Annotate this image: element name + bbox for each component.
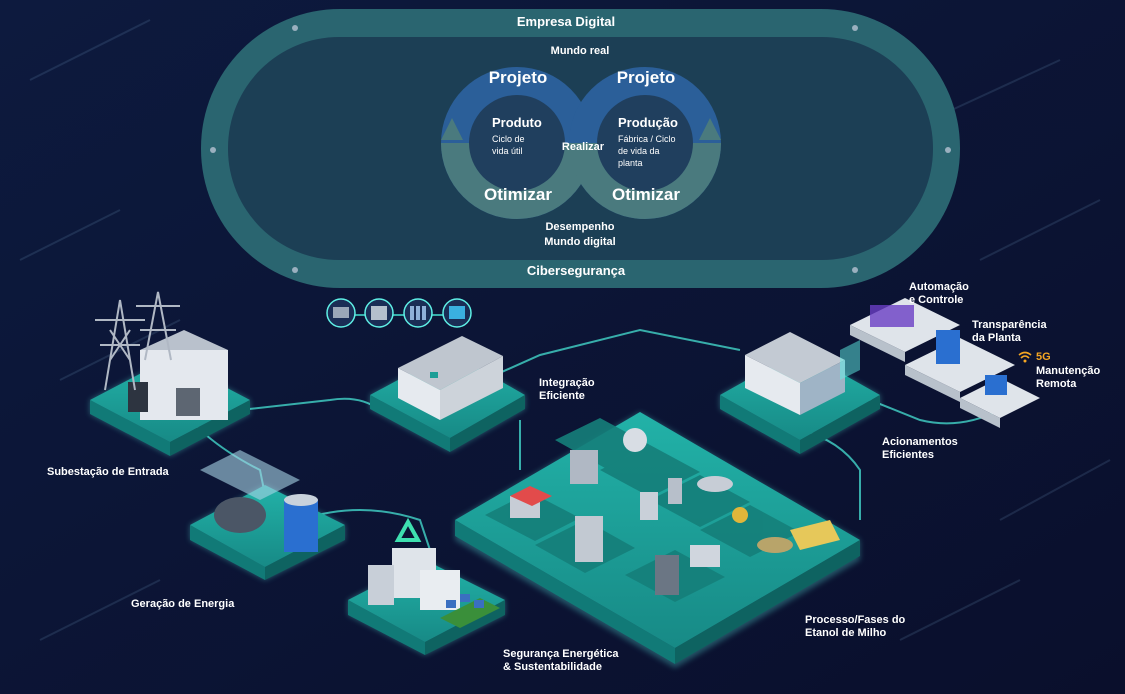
solar-panels-icon [446,594,484,608]
right-project-label: Projeto [616,68,676,87]
performance-label: Desempenho [545,221,615,233]
substation-platform [90,291,250,456]
security-platform [348,517,505,655]
security-label-2: & Sustentabilidade [503,661,603,673]
integration-platform [370,336,525,452]
network-icon [449,306,465,319]
fiveg-label: 5G [1036,351,1051,363]
infinity-loop [441,67,721,219]
production-sub-1: Fábrica / Ciclo [618,134,676,144]
transparency-label-1: Transparência [972,319,1047,331]
process-platform [455,412,860,668]
automation-platforms [840,298,1040,428]
realize-label: Realizar [561,141,605,153]
product-sub-1: Ciclo de [492,134,525,144]
outer-title: Empresa Digital [516,14,616,29]
maintenance-label-2: Remota [1036,378,1077,390]
wifi-icon [1018,350,1032,363]
security-label-1: Segurança Energética [503,648,619,660]
loop-arrow-left [441,118,463,140]
automation-label-1: Automação [909,281,969,293]
drives-label-2: Eficientes [882,449,934,461]
sensors-icon [410,306,426,320]
substation-label: Subestação de Entrada [47,466,169,478]
turbine-icon [214,497,266,533]
hmi-icon [333,307,349,318]
real-world-label: Mundo real [550,45,610,57]
production-title: Produção [618,115,678,130]
process-equipment-icons [510,428,840,595]
generation-platform [190,450,345,580]
integration-label-2: Eficiente [539,390,585,402]
recycle-icon [394,517,422,542]
digital-world-label: Mundo digital [544,236,616,248]
maintenance-label-1: Manutenção [1036,365,1101,377]
cybersecurity-title: Cibersegurança [526,263,626,278]
production-sub-2: de vida da [618,146,660,156]
process-label-1: Processo/Fases do [805,614,906,626]
transparency-label-2: da Planta [972,332,1021,344]
left-project-label: Projeto [488,68,548,87]
loop-arrow-right [699,118,721,140]
product-sub-2: vida útil [492,146,523,156]
left-optimize-label: Otimizar [483,185,553,204]
right-optimize-label: Otimizar [611,185,681,204]
power-tower-icon [95,291,180,391]
process-label-2: Etanol de Milho [805,627,887,639]
drives-label-1: Acionamentos [882,436,958,448]
generation-label: Geração de Energia [131,598,235,610]
automation-label-2: e Controle [909,294,964,306]
production-sub-3: planta [618,158,643,168]
product-title: Produto [492,115,542,130]
integration-label-1: Integração [539,377,595,389]
icon-row [326,298,472,328]
controller-icon [371,306,387,320]
